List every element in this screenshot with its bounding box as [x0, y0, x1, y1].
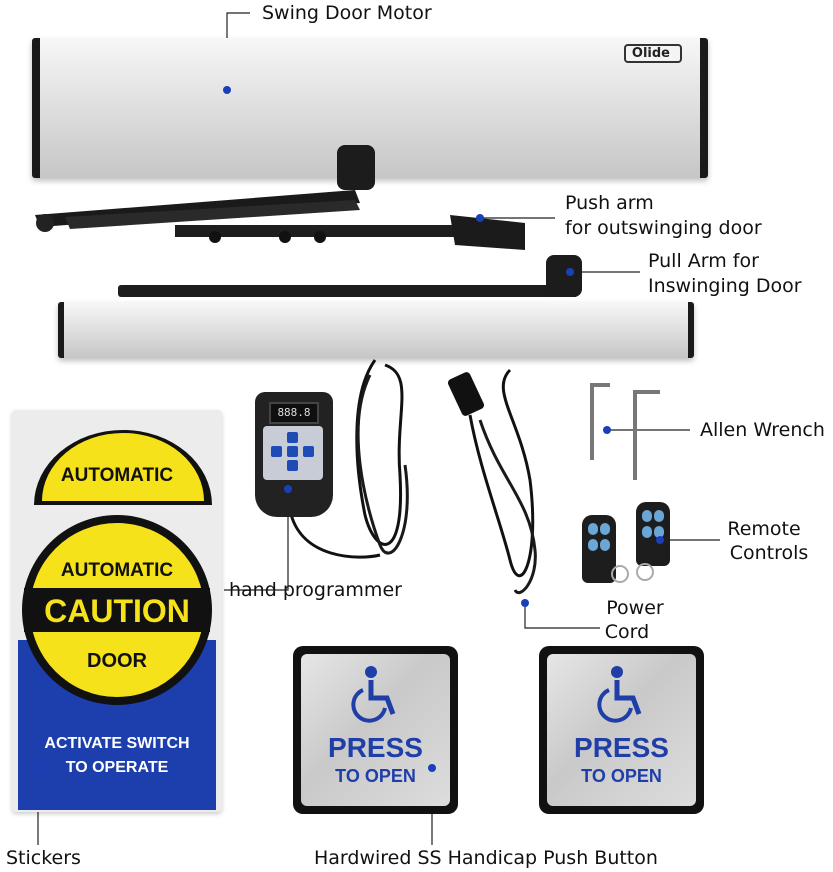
label-allen-wrench: Allen Wrench	[700, 419, 825, 441]
label-push-arm-line1: Push arm	[565, 192, 654, 214]
key-set[interactable]	[287, 446, 298, 457]
remote-button[interactable]	[600, 523, 610, 535]
leader-dot-icon	[656, 536, 664, 544]
push-button-to-open: TO OPEN	[335, 766, 416, 786]
key-left[interactable]	[271, 446, 282, 457]
remote-keyrings	[611, 563, 654, 583]
push-button-2: PRESS TO OPEN	[539, 646, 704, 814]
sticker-to-operate: TO OPERATE	[65, 759, 169, 776]
remote-control-2	[636, 502, 670, 566]
push-arm	[35, 145, 525, 250]
sticker-sheet: AUTOMATIC AUTOMATIC CAUTION DOOR ACTIVAT…	[12, 410, 222, 812]
label-pull-arm-line1: Pull Arm for	[648, 250, 759, 272]
programmer-display: 888.8	[269, 402, 319, 424]
programmer-cable	[288, 509, 381, 559]
sticker-caution: CAUTION	[44, 593, 190, 629]
leader-dot-icon	[566, 268, 574, 276]
remote-control-1	[582, 515, 616, 583]
allen-wrenches	[590, 383, 660, 480]
key-down[interactable]	[287, 460, 298, 471]
push-button-press: PRESS	[574, 732, 669, 763]
push-button-1: PRESS TO OPEN	[293, 646, 458, 814]
brand-logo: Olide	[623, 44, 682, 63]
wheelchair-icon	[351, 666, 396, 723]
key-up[interactable]	[287, 432, 298, 443]
leader-dot-icon	[34, 764, 42, 772]
leader-dot-icon	[603, 426, 611, 434]
remote-button[interactable]	[654, 510, 664, 522]
push-button-to-open: TO OPEN	[581, 766, 662, 786]
extension-cable	[355, 359, 409, 555]
label-push-arm-line2: for outswinging door	[565, 217, 762, 239]
label-remote-line2: Controls	[729, 542, 809, 564]
sticker-door: DOOR	[87, 650, 147, 672]
label-remote-line1: Remote	[727, 518, 801, 540]
remote-button[interactable]	[588, 539, 598, 551]
programmer-keypad	[263, 426, 323, 480]
remote-button[interactable]	[654, 526, 664, 538]
label-pull-arm-line2: Inswinging Door	[648, 275, 802, 297]
remote-button[interactable]	[642, 526, 652, 538]
label-push-button: Hardwired SS Handicap Push Button	[314, 847, 658, 869]
leader-dot-icon	[521, 599, 529, 607]
leader-dot-icon	[284, 485, 292, 493]
pull-arm	[118, 255, 582, 297]
sticker-activate-switch: ACTIVATE SWITCH	[44, 735, 190, 752]
leader-dot-icon	[428, 764, 436, 772]
remote-button[interactable]	[642, 510, 652, 522]
label-power-cord-line2: Cord	[604, 621, 650, 643]
operator-housing	[58, 302, 694, 358]
label-stickers: Stickers	[6, 847, 81, 869]
leader-dot-icon	[476, 214, 484, 222]
sticker-caution-top: AUTOMATIC	[60, 560, 174, 581]
label-power-cord-line1: Power	[606, 597, 664, 619]
hand-programmer: 888.8	[255, 392, 333, 517]
push-button-press: PRESS	[328, 732, 423, 763]
power-cord	[447, 368, 537, 594]
remote-button[interactable]	[588, 523, 598, 535]
remote-button[interactable]	[600, 539, 610, 551]
label-hand-programmer: hand programmer	[229, 579, 402, 601]
key-right[interactable]	[303, 446, 314, 457]
leader-dot-icon	[223, 86, 231, 94]
label-swing-door-motor: Swing Door Motor	[262, 2, 432, 24]
wheelchair-icon	[597, 666, 642, 723]
sticker-automatic-top: AUTOMATIC	[60, 465, 174, 486]
